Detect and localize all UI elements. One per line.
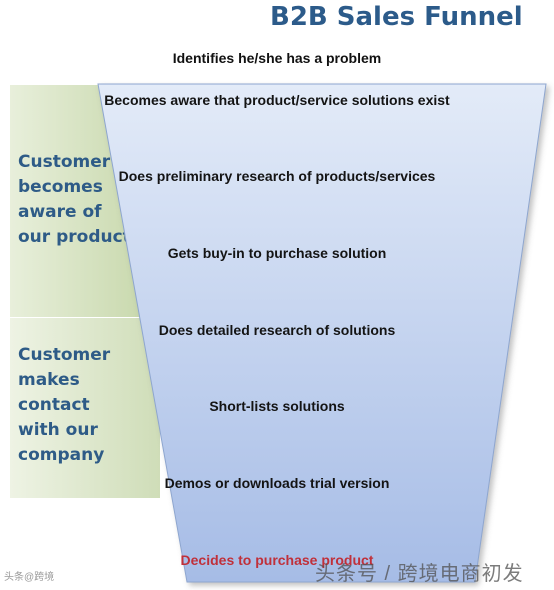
diagram-title: B2B Sales Funnel <box>270 2 523 32</box>
funnel-step-2: Does preliminary research of products/se… <box>118 168 436 184</box>
funnel-step-6: Demos or downloads trial version <box>164 475 390 491</box>
side-label-contact: Customer makes contact with our company <box>18 345 111 465</box>
funnel-step-1: Becomes aware that product/service solut… <box>104 92 450 108</box>
funnel-step-3: Gets buy-in to purchase solution <box>167 245 387 261</box>
funnel-body <box>97 83 547 583</box>
watermark-left: 头条@跨境 <box>4 572 55 583</box>
funnel-step-5: Short-lists solutions <box>209 398 345 414</box>
side-box-contact: Customer makes contact with our company <box>10 318 160 498</box>
funnel-step-4: Does detailed research of solutions <box>158 322 396 338</box>
watermark-right: 头条号 / 跨境电商初发 <box>315 563 524 585</box>
side-label-aware: Customer becomes aware of our product <box>18 152 131 247</box>
top-label: Identifies he/she has a problem <box>172 50 382 66</box>
side-box-aware: Customer becomes aware of our product <box>10 85 160 317</box>
funnel-step-7: Decides to purchase product <box>180 552 374 568</box>
